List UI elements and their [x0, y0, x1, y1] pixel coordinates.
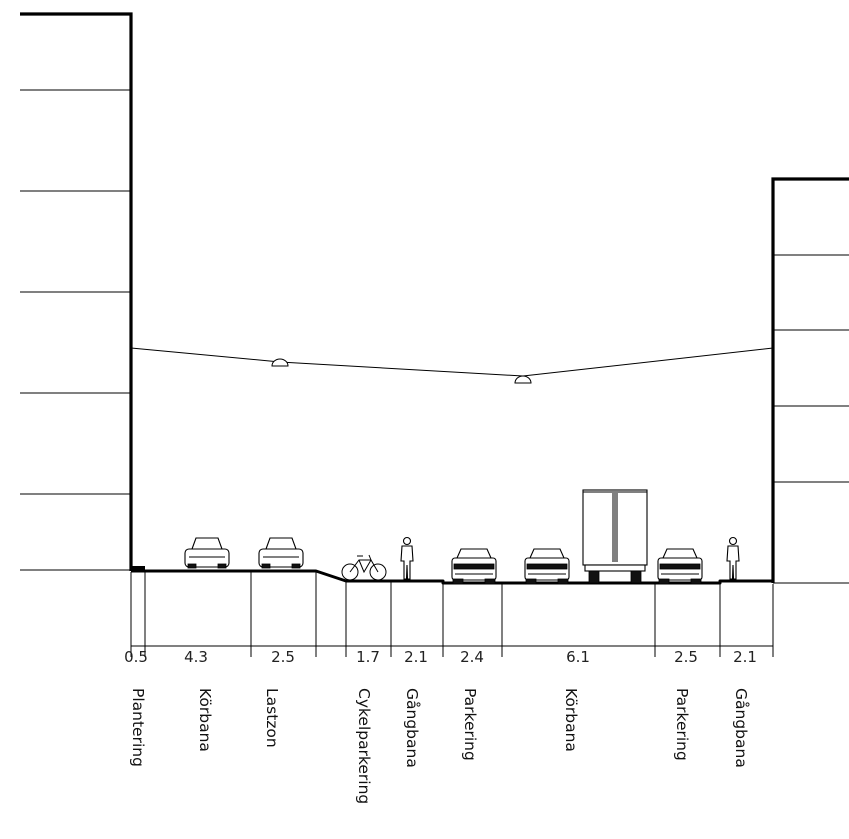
dimension-label: 2.1 [733, 648, 757, 666]
car-icon [258, 537, 304, 569]
zone-label: Körbana [562, 688, 580, 752]
dimension-label: 2.1 [404, 648, 428, 666]
dimension-label: 6.1 [566, 648, 590, 666]
zone-label: Gångbana [403, 688, 421, 768]
car-icon [184, 537, 230, 569]
dimension-label: 1.7 [356, 648, 380, 666]
zone-label: Gångbana [732, 688, 750, 768]
car-front-icon [657, 548, 703, 585]
dimension-lines [130, 572, 774, 657]
dimension-label: 0.5 [124, 648, 148, 666]
pedestrian-icon [400, 536, 414, 580]
pedestrian-icon [726, 536, 740, 580]
zone-label: Parkering [461, 688, 479, 761]
car-front-icon [451, 548, 497, 585]
ground-profile [131, 566, 773, 585]
dimension-label: 4.3 [184, 648, 208, 666]
street-lamp-wire [130, 347, 774, 384]
dimension-label: 2.5 [674, 648, 698, 666]
zone-label: Lastzon [263, 688, 281, 748]
zone-label: Plantering [129, 688, 147, 767]
dimension-label: 2.4 [460, 648, 484, 666]
zone-label: Körbana [196, 688, 214, 752]
dimension-label: 2.5 [271, 648, 295, 666]
car-front-icon [524, 548, 570, 585]
dimension-labels: 0.5 4.3 2.5 1.7 2.1 2.4 6.1 2.5 2.1 [124, 648, 757, 666]
truck-icon [582, 489, 648, 584]
left-building [20, 12, 133, 571]
vehicles [184, 489, 740, 585]
zone-label: Parkering [673, 688, 691, 761]
street-lamp-icon [271, 358, 289, 367]
street-lamp-icon [514, 375, 532, 384]
zone-label: Cykelparkering [355, 688, 373, 804]
bicycle-icon [341, 554, 387, 581]
right-building [771, 177, 849, 584]
zone-labels: Plantering Körbana Lastzon Cykelparkerin… [129, 688, 750, 804]
